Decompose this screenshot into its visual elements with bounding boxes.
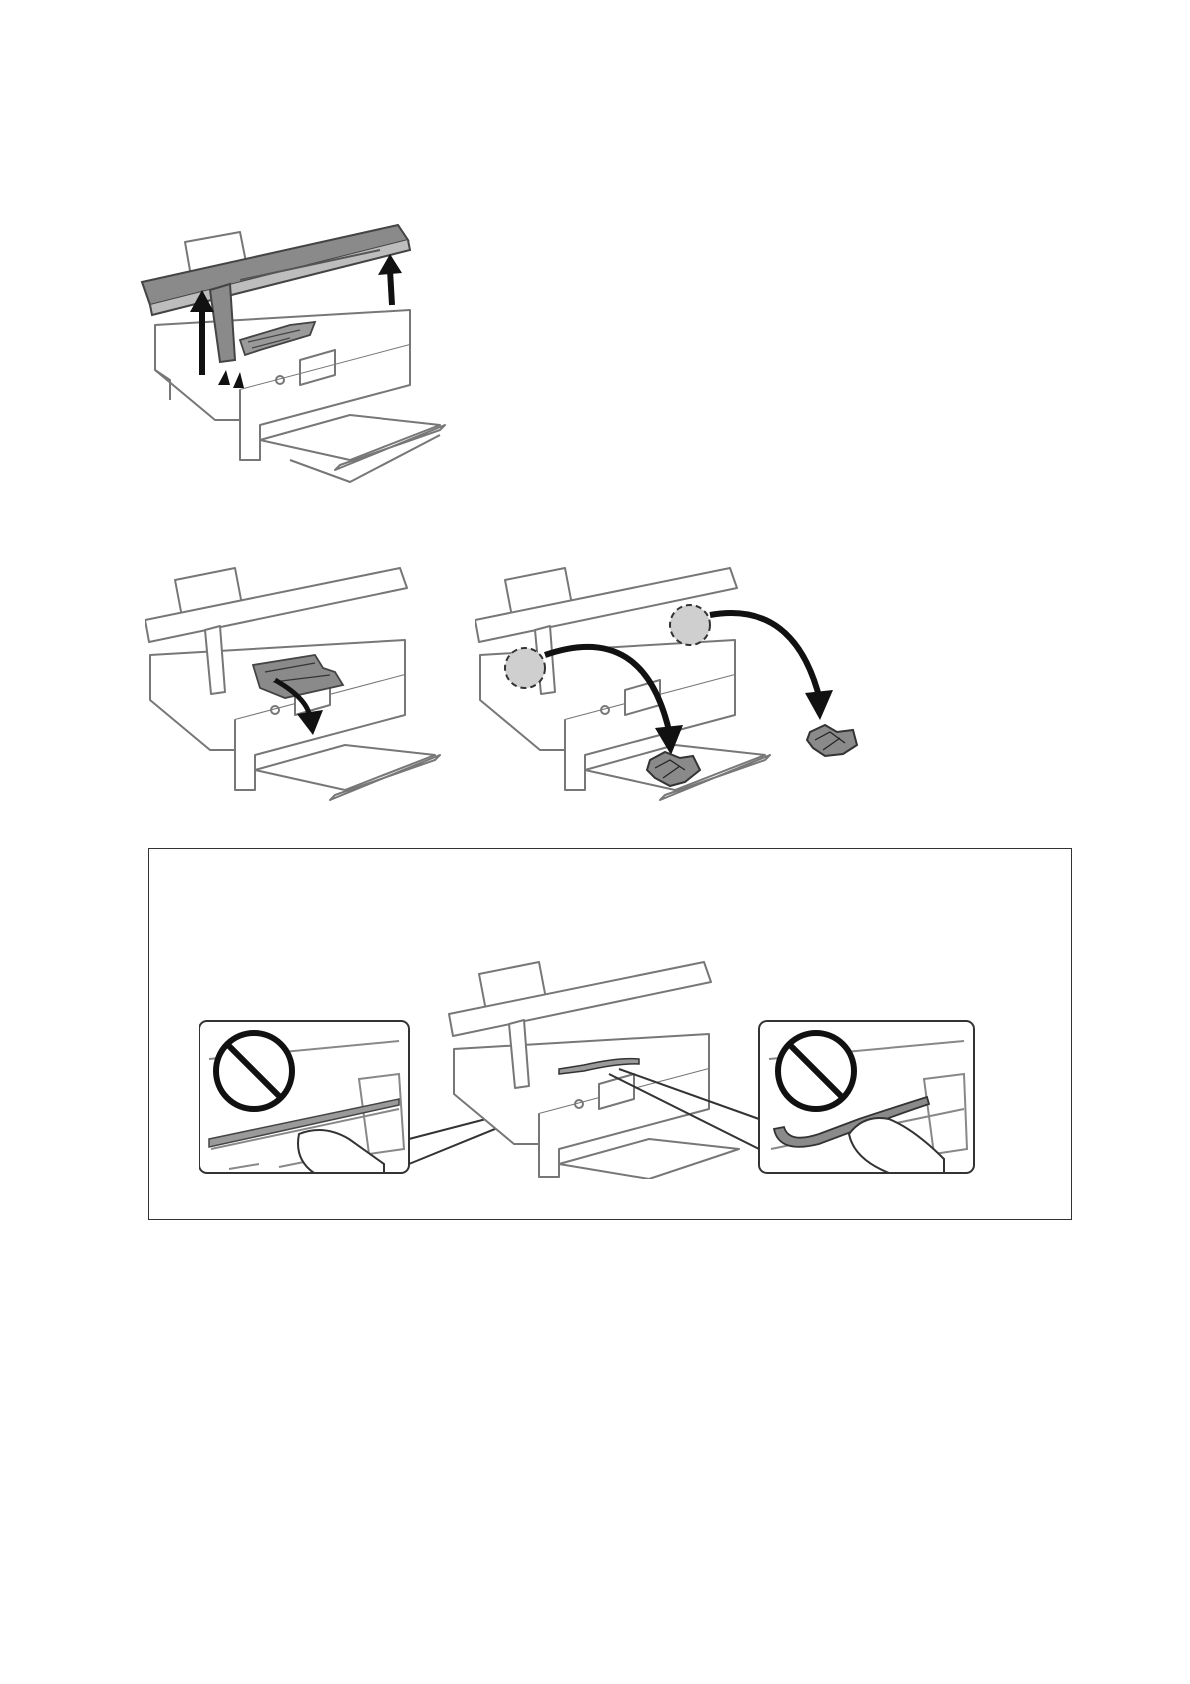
remove-jammed-paper-center-illustration: [145, 560, 475, 810]
arrow-up-icon: [378, 254, 402, 305]
crumpled-paper-icon: [807, 725, 857, 756]
prohibited-icon: [778, 1033, 854, 1109]
prohibited-icon: [216, 1033, 292, 1109]
remove-jammed-paper-sides-illustration: [475, 560, 875, 830]
caution-box: [148, 848, 1072, 1220]
do-not-touch-illustration: [199, 949, 1019, 1179]
open-scanner-unit-illustration: [140, 220, 470, 485]
